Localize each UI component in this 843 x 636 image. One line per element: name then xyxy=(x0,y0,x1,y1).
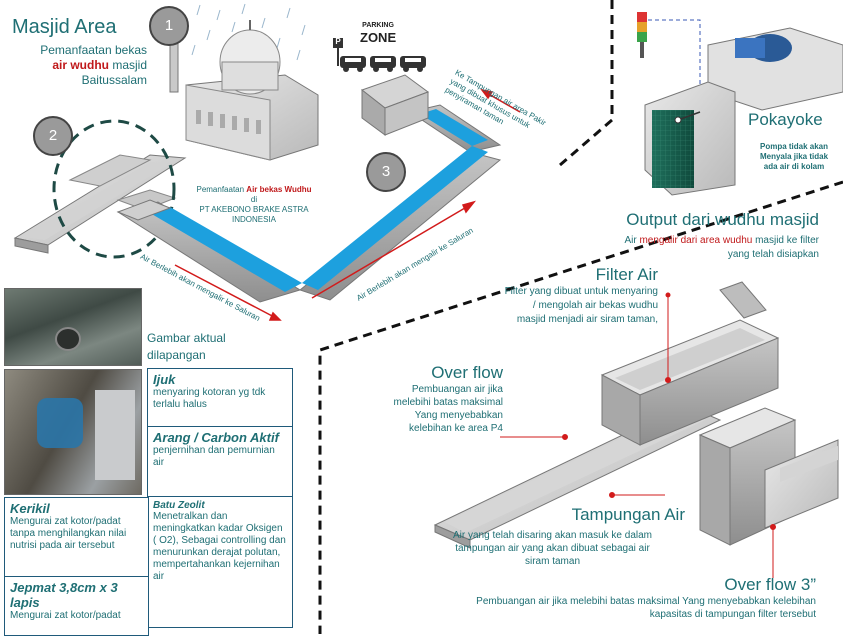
filter-air-block: Filter Air Filter yang dibuat untuk meny… xyxy=(458,265,658,327)
filter-box-zeolit: Batu Zeolit Menetralkan dan meningkatkan… xyxy=(147,496,293,628)
caption-line2: di xyxy=(250,195,258,204)
marker-2: 2 xyxy=(33,116,73,156)
filter-desc: penjernihan dan pemurnian air xyxy=(153,445,275,468)
rain-lines xyxy=(191,3,306,61)
output-title: Output dari wudhu masjid xyxy=(626,210,819,229)
divider-top xyxy=(559,0,614,167)
photo-caption-line1: Gambar aktual xyxy=(147,331,226,345)
overflow3-title: Over flow 3” xyxy=(724,575,816,594)
caption-line4: INDONESIA xyxy=(231,215,276,224)
pokayoke-desc: Pompa tidak akan Menyala jika tidak ada … xyxy=(748,142,840,172)
mosque-building xyxy=(169,20,319,161)
photo-drain-icon xyxy=(55,327,81,351)
filter-desc: Mengurai zat kotor/padat xyxy=(10,610,121,621)
marker-1: 1 xyxy=(149,6,189,46)
subtitle-line3: Baitussalam xyxy=(81,73,147,87)
overflow3-line1: Pembuangan air jika melebihi batas maksi… xyxy=(476,596,816,607)
photo-wall xyxy=(95,390,135,480)
overflow-block: Over flow Pembuangan air jika melebihi b… xyxy=(348,363,504,435)
parking-line2: ZONE xyxy=(360,30,397,45)
photo-actual-2 xyxy=(4,369,142,495)
overflow3-block: Over flow 3” Pembuangan air jika melebih… xyxy=(380,575,816,621)
filter-box-jepmat: Jepmat 3,8cm x 3 lapis Mengurai zat koto… xyxy=(4,576,149,636)
filter-title: Batu Zeolit xyxy=(153,500,205,511)
filter-air-line2: / mengolah air bekas wudhu xyxy=(532,300,658,311)
tampungan-block: Tampungan Air Air yang telah disaring ak… xyxy=(420,505,685,568)
subtitle-highlight: air wudhu xyxy=(52,58,109,72)
filter-desc: Mengurai zat kotor/padat tanpa menghilan… xyxy=(10,516,127,551)
overflow-title: Over flow xyxy=(431,363,503,382)
filter-box-ijuk: Ijuk menyaring kotoran yg tdk terlalu ha… xyxy=(147,368,293,428)
filter-air-line3: masjid menjadi air siram taman, xyxy=(516,314,658,325)
tampungan-line2: tampungan air yang akan dibuat sebagai a… xyxy=(455,543,650,554)
center-caption: Pemanfaatan Air bekas Wudhu di PT AKEBON… xyxy=(188,185,320,225)
subtitle-tail: masjid xyxy=(108,58,147,72)
tampungan-line3: siram taman xyxy=(524,556,580,567)
filter-title: Kerikil xyxy=(10,501,50,516)
pokayoke-title: Pokayoke xyxy=(748,110,823,129)
filter-air-desc: Filter yang dibuat untuk menyaring / men… xyxy=(458,285,658,327)
parking-line1: PARKING xyxy=(362,22,394,29)
overflow3-line2: kapasitas di tampungan filter tersebut xyxy=(649,609,816,620)
pokayoke-desc-line1: Pompa tidak akan xyxy=(759,142,829,151)
overflow-line3: Yang menyebabkan xyxy=(414,410,503,421)
pokayoke-desc-line3: ada air di kolam xyxy=(763,162,825,171)
photo-caption-line2: dilapangan xyxy=(147,348,206,362)
photo-filter-bag-icon xyxy=(37,398,83,448)
parking-zone xyxy=(333,38,426,72)
page-subtitle: Pemanfaatan bekas air wudhu masjid Baitu… xyxy=(12,43,147,88)
output-desc-line2: yang telah disiapkan xyxy=(727,249,819,260)
caption-line3: PT AKEBONO BRAKE ASTRA xyxy=(199,205,309,214)
callout-lines xyxy=(500,292,776,578)
output-desc: Air mengalir dari area wudhu masjid ke f… xyxy=(624,234,819,262)
tampungan-desc: Air yang telah disaring akan masuk ke da… xyxy=(420,529,685,568)
caption-prefix: Pemanfaatan xyxy=(196,185,247,194)
photo-actual-1 xyxy=(4,288,142,366)
filter-title: Ijuk xyxy=(153,372,176,387)
tampungan-line1: Air yang telah disaring akan masuk ke da… xyxy=(453,530,652,541)
caption-highlight: Air bekas Wudhu xyxy=(246,185,312,194)
output-desc-highlight: mengalir dari area wudhu xyxy=(639,235,753,246)
overflow-desc: Pembuangan air jika melebihi batas maksi… xyxy=(348,383,504,435)
header-block: Masjid Area Pemanfaatan bekas air wudhu … xyxy=(12,16,147,88)
filter-box-kerikil: Kerikil Mengurai zat kotor/padat tanpa m… xyxy=(4,497,149,577)
overflow-line2: melebihi batas maksimal xyxy=(393,397,504,408)
filter-desc: Menetralkan dan meningkatkan kadar Oksig… xyxy=(153,511,286,582)
parking-label: PARKING ZONE xyxy=(360,20,396,44)
marker-3: 3 xyxy=(366,152,406,192)
filter-title: Jepmat 3,8cm x 3 lapis xyxy=(10,580,118,610)
filter-air-title: Filter Air xyxy=(595,265,658,284)
filter-system xyxy=(433,281,839,549)
overflow-line1: Pembuangan air jika xyxy=(411,384,503,395)
tampungan-title: Tampungan Air xyxy=(571,505,685,524)
filter-desc: menyaring kotoran yg tdk terlalu halus xyxy=(153,387,266,410)
output-desc-tail: masjid ke filter xyxy=(752,235,819,246)
overflow3-desc: Pembuangan air jika melebihi batas maksi… xyxy=(380,595,816,621)
flow-arrows xyxy=(174,88,521,321)
filter-box-carbon: Arang / Carbon Aktif penjernihan dan pem… xyxy=(147,426,293,498)
water-channel xyxy=(116,74,502,303)
filter-air-line1: Filter yang dibuat untuk menyaring xyxy=(504,286,658,297)
divider-main xyxy=(318,180,843,634)
filter-title: Arang / Carbon Aktif xyxy=(153,430,279,445)
output-block: Output dari wudhu masjid Air mengalir da… xyxy=(624,210,819,262)
overflow-line4: kelebihan ke area P4 xyxy=(409,423,503,434)
highlight-circle xyxy=(52,119,176,259)
parking-sign: P xyxy=(335,37,341,46)
pokayoke-illustration xyxy=(637,12,843,196)
output-desc-prefix: Air xyxy=(624,235,640,246)
pokayoke-desc-line2: Menyala jika tidak xyxy=(759,152,829,161)
subtitle-line1: Pemanfaatan bekas xyxy=(40,43,147,57)
photo-caption: Gambar aktual dilapangan xyxy=(147,330,226,364)
page-title: Masjid Area xyxy=(12,16,117,38)
